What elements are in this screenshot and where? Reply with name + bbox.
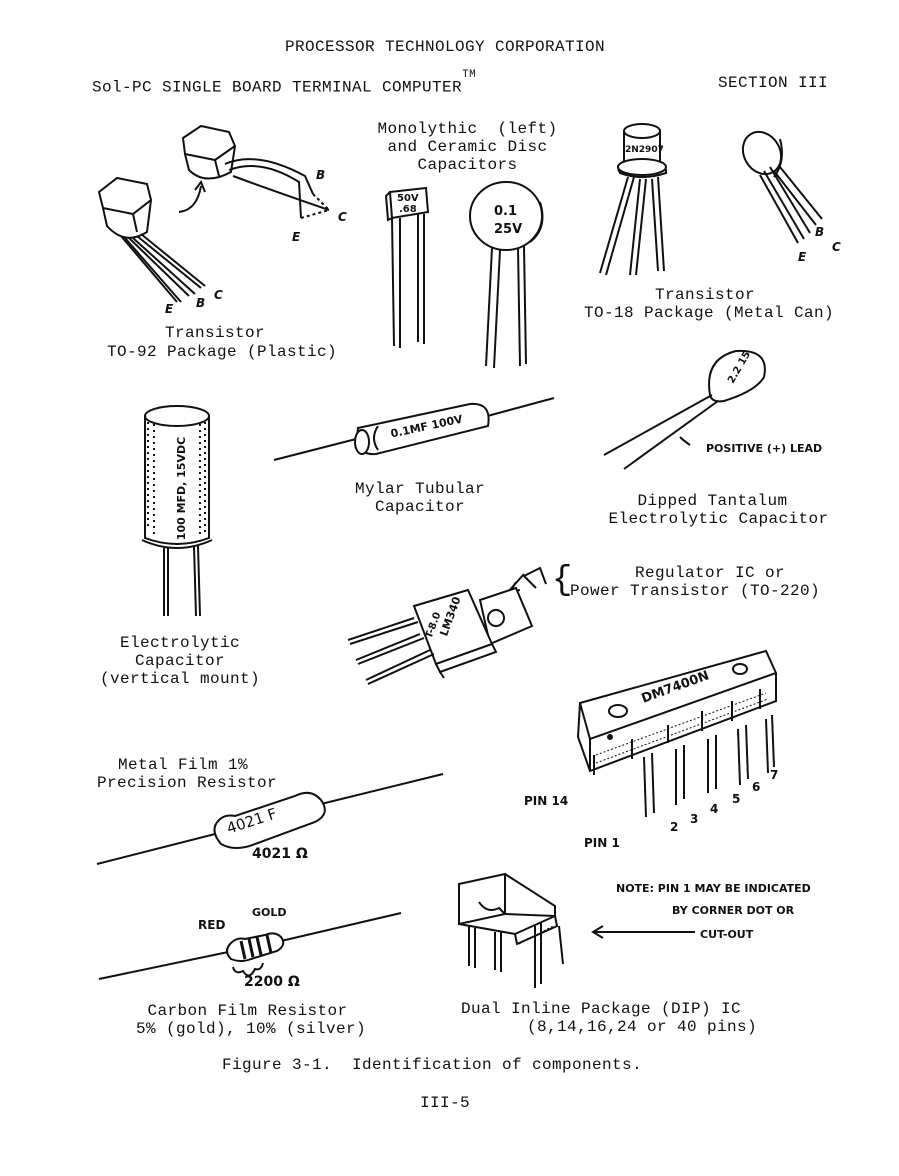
to92-label-line1: Transistor [164,324,265,342]
carbon-gold-label: GOLD [252,906,287,919]
dip-pin-number-4: 4 [710,802,719,816]
mono-cap-marking-1: 50V [397,193,419,204]
dip-label-line1: Dual Inline Package (DIP) IC [461,1000,742,1018]
electrolytic-marking: 100 MFD, 15VDC [175,436,189,541]
to18-marking: 2N2907 [625,145,664,155]
page-number: III-5 [420,1094,471,1112]
dip-pin1-label: PIN 1 [584,836,620,850]
company-header: PROCESSOR TECHNOLOGY CORPORATION [285,38,606,56]
dip-pin-number-2: 2 [670,820,679,834]
disc-cap-marking-2: 25V [494,222,523,237]
electrolytic-label-line3: (vertical mount) [99,670,261,688]
regulator-label-line1: Regulator IC or [634,564,786,582]
tantalum-label-line2: Electrolytic Capacitor [608,510,829,528]
regulator-drawing [340,560,570,700]
to18-pin-e: E [798,250,807,264]
to92-pin-b-right: B [316,168,326,182]
tantalum-label-line1: Dipped Tantalum [637,492,788,510]
carbon-value: 2200 Ω [244,974,300,990]
disc-cap-marking-1: 0.1 [494,204,518,219]
to92-pin-c-right: C [338,210,347,224]
metal-film-label-line2: Precision Resistor [97,774,278,792]
regulator-brace: { [552,562,573,600]
tantalum-drawing [600,345,780,475]
dip-note-line1: NOTE: PIN 1 MAY BE INDICATED [616,882,811,895]
mylar-label-line1: Mylar Tubular [354,480,486,498]
to92-pin-e-left: E [165,302,174,316]
carbon-red-label: RED [198,918,226,932]
metal-film-drawing [95,770,445,870]
dip-pin-number-3: 3 [690,812,699,826]
mono-cap-marking-2: .68 [399,204,417,215]
dip-label-line2: (8,14,16,24 or 40 pins) [527,1018,758,1036]
mylar-label-line2: Capacitor [374,498,465,516]
dip-pin-number-7: 7 [770,768,779,782]
electrolytic-drawing [130,400,230,625]
document-title: Sol-PC SINGLE BOARD TERMINAL COMPUTERTM [92,69,476,97]
carbon-label-line2: 5% (gold), 10% (silver) [135,1020,367,1038]
regulator-label-line2: Power Transistor (TO-220) [570,582,821,600]
metal-film-value: 4021 Ω [252,846,308,862]
dip-pin-number-6: 6 [752,780,761,794]
capacitors-drawing [380,180,570,370]
to18-label-line2: TO-18 Package (Metal Can) [583,304,835,322]
to92-pin-e-right: E [292,230,301,244]
disc-cap-label-line2: and Ceramic Disc [387,138,548,156]
disc-cap-label-line3: Capacitors [417,156,518,174]
to92-pin-c-left: C [214,288,223,302]
to92-label-line2: TO-92 Package (Plastic) [106,343,338,361]
dip-note-line2: BY CORNER DOT OR [672,904,795,917]
mylar-drawing [270,392,560,467]
to18-transistor-drawing [590,115,850,285]
carbon-label-line1: Carbon Film Resistor [147,1002,348,1020]
dip-pin14-label: PIN 14 [524,794,569,808]
dip-note-line3: CUT-OUT [700,928,754,941]
electrolytic-label-line2: Capacitor [134,652,225,670]
title-text: Sol-PC SINGLE BOARD TERMINAL COMPUTER [92,78,463,97]
trademark-mark: TM [462,69,477,81]
to18-pin-c: C [832,240,841,254]
to92-transistor-drawing [85,120,360,320]
carbon-film-drawing [95,905,405,985]
to92-pin-b-left: B [196,296,206,310]
tantalum-lead-note: POSITIVE (+) LEAD [706,442,823,455]
dip-ic-drawing [570,645,785,825]
to18-label-line1: Transistor [654,286,755,304]
electrolytic-label-line1: Electrolytic [119,634,241,652]
to18-pin-b: B [815,225,825,239]
metal-film-label-line1: Metal Film 1% [118,756,249,774]
section-label: SECTION III [718,74,829,92]
dip-pin-number-5: 5 [732,792,741,806]
dip-cutout-drawing [455,870,765,1000]
figure-caption: Figure 3-1. Identification of components… [222,1056,643,1074]
disc-cap-label-line1: Monolythic (left) [377,120,558,138]
